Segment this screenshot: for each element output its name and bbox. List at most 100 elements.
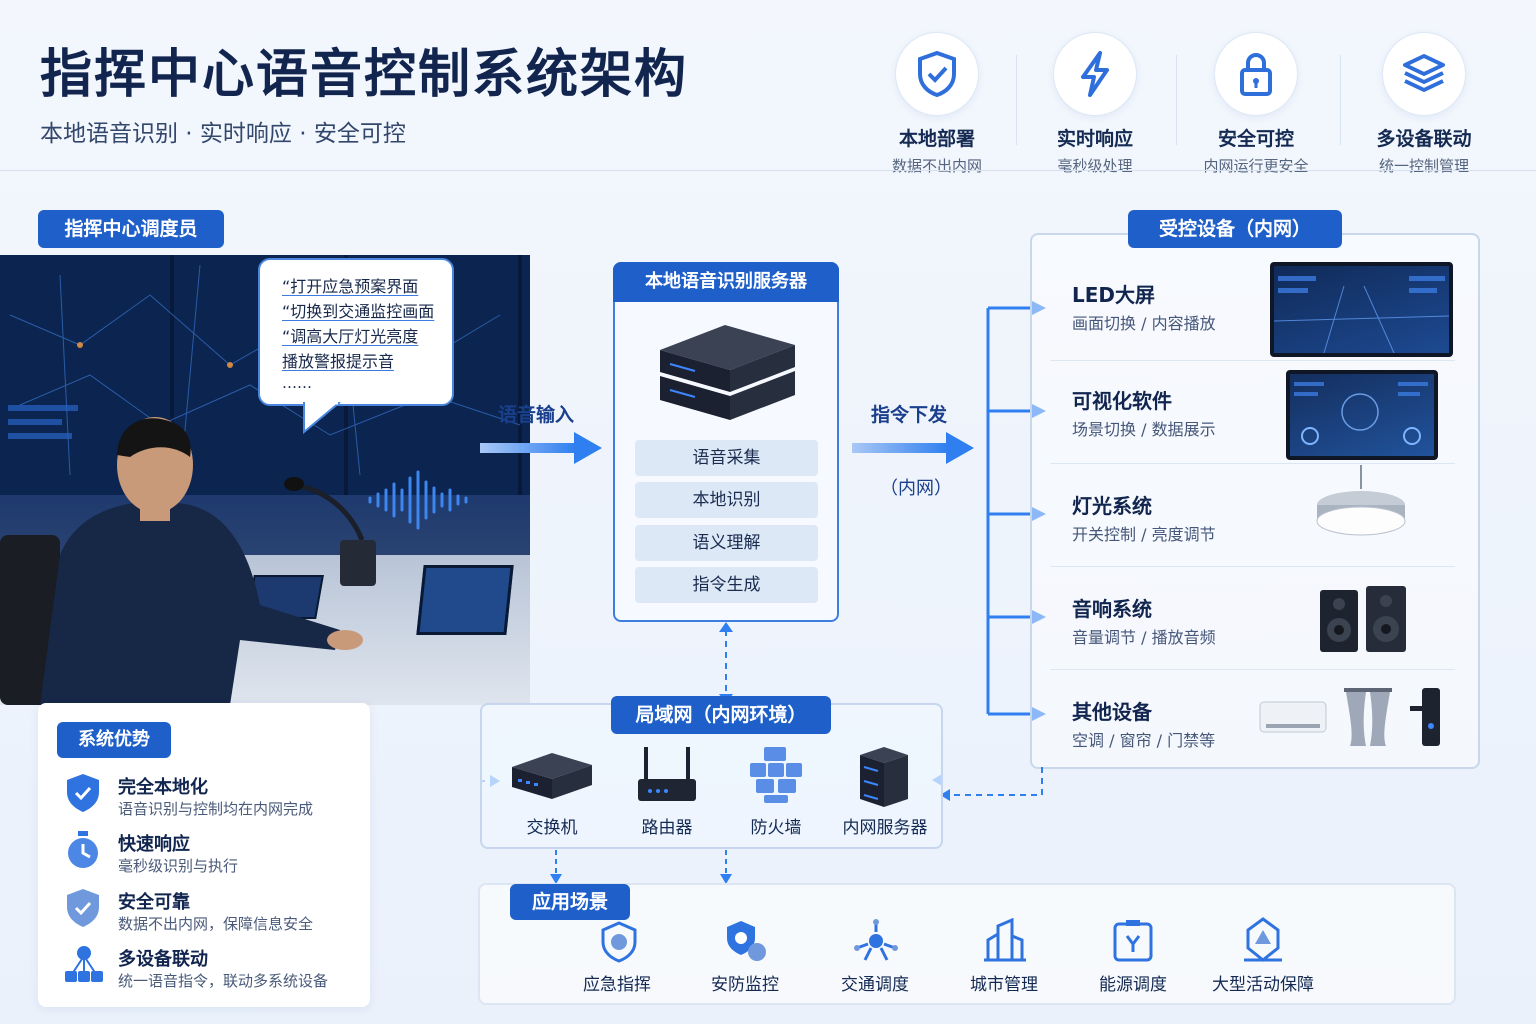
event-security-icon bbox=[1244, 917, 1282, 962]
feature-secure: 安全可控 内网运行更安全 bbox=[1176, 32, 1336, 176]
device-name: LED大屏 bbox=[1072, 283, 1156, 307]
lightning-icon bbox=[1053, 32, 1137, 116]
firewall-icon bbox=[750, 747, 802, 803]
device-name: 灯光系统 bbox=[1072, 494, 1152, 518]
divider bbox=[1050, 669, 1455, 670]
advantage-desc: 语音识别与控制均在内网完成 bbox=[118, 800, 314, 818]
dispatch-label: 指令下发 bbox=[871, 404, 948, 426]
divider bbox=[1176, 55, 1177, 145]
security-monitoring-icon bbox=[727, 921, 766, 961]
network-nodes-icon bbox=[65, 946, 103, 982]
shield-check-icon bbox=[67, 889, 99, 927]
command-more: …… bbox=[282, 374, 312, 392]
server-step: 本地识别 bbox=[635, 482, 818, 518]
server-step: 语音采集 bbox=[635, 440, 818, 476]
command-line: 播放警报提示音 bbox=[282, 352, 395, 371]
advantage-desc: 统一语音指令，联动多系统设备 bbox=[118, 972, 329, 990]
device-desc: 音量调节 / 播放音频 bbox=[1072, 628, 1216, 647]
command-line: “切换到交通监控画面 bbox=[282, 302, 435, 321]
device-desc: 画面切换 / 内容播放 bbox=[1072, 314, 1216, 333]
command-line: “打开应急预案界面 bbox=[282, 277, 419, 296]
advantage-title: 完全本地化 bbox=[118, 777, 208, 798]
command-line: “调高大厅灯光亮度 bbox=[282, 327, 419, 346]
server-step: 语义理解 bbox=[635, 525, 818, 561]
feature-sub: 毫秒级处理 bbox=[1057, 157, 1133, 175]
device-desc: 空调 / 窗帘 / 门禁等 bbox=[1072, 731, 1216, 750]
device-name: 音响系统 bbox=[1072, 597, 1152, 621]
device-bracket-arrows bbox=[986, 300, 1046, 722]
traffic-dispatch-icon bbox=[854, 919, 898, 961]
clock-icon bbox=[68, 831, 98, 868]
scenarios-panel bbox=[478, 883, 1456, 1005]
device-name: 其他设备 bbox=[1072, 700, 1152, 724]
operator-label: 指挥中心调度员 bbox=[38, 210, 224, 248]
energy-dispatch-icon bbox=[1113, 920, 1153, 962]
dispatch-sub: （内网） bbox=[880, 478, 952, 499]
scenario-item: 安防监控 bbox=[711, 975, 779, 995]
page-title: 指挥中心语音控制系统架构 bbox=[40, 45, 689, 105]
sound-wave-icon bbox=[368, 470, 468, 530]
led-screen-icon bbox=[1270, 262, 1453, 357]
advantage-desc: 数据不出内网，保障信息安全 bbox=[118, 915, 314, 933]
advantage-desc: 毫秒级识别与执行 bbox=[118, 857, 239, 875]
lan-item: 内网服务器 bbox=[842, 818, 928, 838]
console-screen bbox=[416, 565, 514, 635]
server-lan-link bbox=[719, 622, 733, 704]
feature-sub: 统一控制管理 bbox=[1378, 157, 1469, 175]
voice-input-arrow bbox=[480, 432, 602, 464]
server-title: 本地语音识别服务器 bbox=[613, 262, 839, 302]
feature-title: 安全可控 bbox=[1217, 128, 1294, 150]
feature-multi-device: 多设备联动 统一控制管理 bbox=[1344, 32, 1504, 176]
scenario-item: 应急指挥 bbox=[583, 975, 651, 995]
device-desc: 开关控制 / 亮度调节 bbox=[1072, 525, 1216, 544]
lan-devices-link bbox=[938, 767, 1043, 801]
speaker-icon bbox=[1320, 586, 1406, 652]
operator-scene-image bbox=[0, 255, 530, 705]
server-icon bbox=[660, 325, 795, 420]
feature-title: 多设备联动 bbox=[1376, 128, 1472, 150]
scenario-item: 能源调度 bbox=[1099, 975, 1167, 995]
devices-title: 受控设备（内网） bbox=[1128, 210, 1342, 248]
microphone-icon bbox=[284, 477, 376, 586]
ceiling-light-icon bbox=[1316, 465, 1406, 536]
speech-bubble-tail bbox=[303, 402, 341, 434]
shield-check-icon bbox=[895, 32, 979, 116]
operator-figure bbox=[0, 417, 363, 705]
lan-scenario-links bbox=[550, 850, 732, 884]
voice-input-label: 语音输入 bbox=[498, 404, 575, 426]
scenario-item: 大型活动保障 bbox=[1212, 975, 1314, 995]
page-subtitle: 本地语音识别 · 实时响应 · 安全可控 bbox=[40, 121, 406, 147]
header-divider bbox=[0, 170, 1536, 171]
feature-title: 实时响应 bbox=[1056, 128, 1133, 150]
lock-icon bbox=[1214, 32, 1298, 116]
lan-item: 交换机 bbox=[526, 818, 578, 838]
scenario-item: 城市管理 bbox=[970, 975, 1038, 995]
advantages-title: 系统优势 bbox=[57, 722, 171, 758]
advantage-title: 多设备联动 bbox=[118, 949, 208, 970]
dispatch-arrow bbox=[852, 432, 974, 464]
feature-sub: 数据不出内网 bbox=[891, 157, 982, 175]
feature-sub: 内网运行更安全 bbox=[1203, 157, 1309, 175]
shield-check-icon bbox=[67, 774, 99, 812]
scenarios-title: 应用场景 bbox=[510, 884, 630, 920]
device-name: 可视化软件 bbox=[1072, 389, 1172, 413]
lan-title: 局域网（内网环境） bbox=[611, 696, 831, 734]
emergency-command-icon bbox=[601, 921, 637, 963]
city-management-icon bbox=[984, 918, 1026, 962]
other-devices-icon bbox=[1259, 688, 1440, 746]
lan-item: 防火墙 bbox=[750, 818, 802, 838]
divider bbox=[1050, 463, 1455, 464]
feature-title: 本地部署 bbox=[898, 128, 975, 150]
divider bbox=[1340, 55, 1341, 145]
layers-icon bbox=[1382, 32, 1466, 116]
router-icon bbox=[638, 747, 696, 801]
switch-icon bbox=[512, 753, 592, 799]
intranet-server-icon bbox=[860, 747, 908, 807]
feature-realtime: 实时响应 毫秒级处理 bbox=[1015, 32, 1175, 176]
speech-bubble: “打开应急预案界面 “切换到交通监控画面 “调高大厅灯光亮度 播放警报提示音 …… bbox=[258, 258, 454, 406]
advantage-title: 安全可靠 bbox=[118, 892, 190, 913]
divider bbox=[1050, 566, 1455, 567]
feature-local-deploy: 本地部署 数据不出内网 bbox=[857, 32, 1017, 176]
device-desc: 场景切换 / 数据展示 bbox=[1072, 420, 1216, 439]
lan-item: 路由器 bbox=[641, 818, 693, 838]
